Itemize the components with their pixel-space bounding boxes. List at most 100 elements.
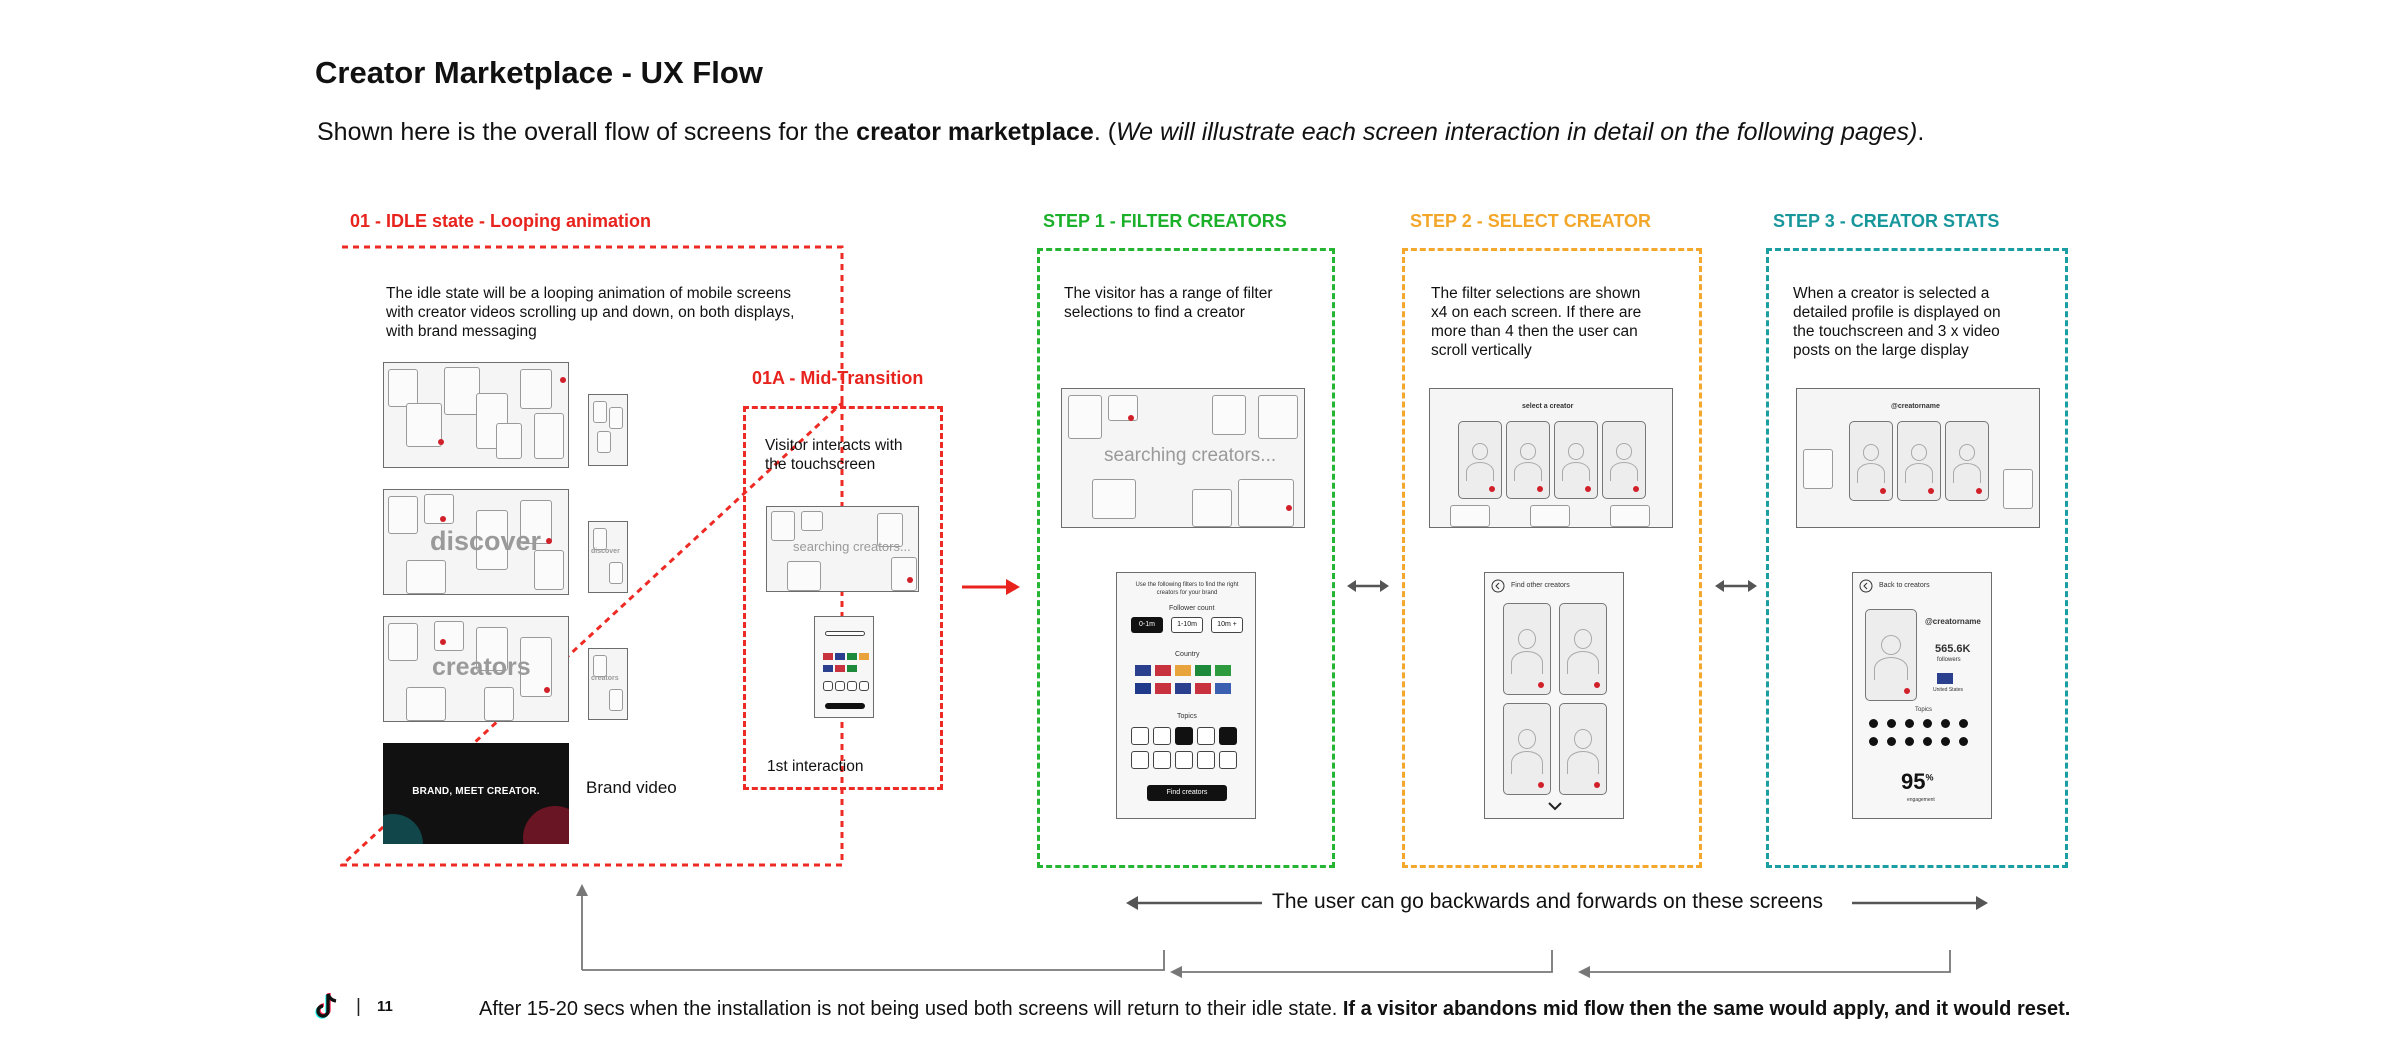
step1-label: STEP 1 - FILTER CREATORS <box>1043 211 1287 231</box>
followers-label: followers <box>1937 657 1961 663</box>
flag-sa-icon[interactable] <box>1195 665 1211 676</box>
double-arrow-icon <box>1347 580 1389 592</box>
topic-chip-selected[interactable] <box>1219 727 1237 745</box>
page-title: Creator Marketplace - UX Flow <box>315 55 763 90</box>
topic-chip[interactable] <box>1153 727 1171 745</box>
idle-screen-1 <box>383 362 569 468</box>
step2-frame <box>1402 248 1702 868</box>
step2-screen: select a creator <box>1429 388 1673 528</box>
topic-chip[interactable] <box>1175 751 1193 769</box>
follower-count-label: Follower count <box>1169 605 1215 612</box>
footer-bold: If a visitor abandons mid flow then the … <box>1342 998 2071 1020</box>
idle-word-discover: discover <box>430 526 542 556</box>
flag-au-icon[interactable] <box>1135 683 1151 694</box>
range-option-1[interactable]: 0-1m <box>1131 617 1163 633</box>
idle-screen-discover: discover <box>383 489 569 595</box>
chevron-down-icon[interactable] <box>1547 801 1563 811</box>
arrow-right-icon <box>1852 896 1988 910</box>
idle-phone-2: discover <box>588 521 628 593</box>
flag-br-icon[interactable] <box>1215 665 1231 676</box>
flag-th-icon[interactable] <box>1195 683 1211 694</box>
intro-text: Shown here is the overall flow of screen… <box>317 118 1924 147</box>
step1-screen-text: searching creators... <box>1104 445 1277 466</box>
topic-chip[interactable] <box>1153 751 1171 769</box>
intro-prefix: Shown here is the overall flow of screen… <box>317 118 857 146</box>
idle-description: The idle state will be a looping animati… <box>386 285 795 340</box>
page-number: 11 <box>377 998 393 1015</box>
mid-phone <box>814 616 874 718</box>
idle-screen-creators: creators <box>383 616 569 722</box>
step2-screen-title: select a creator <box>1522 403 1574 410</box>
footer-separator: | <box>356 996 361 1017</box>
footer-note: After 15-20 secs when the installation i… <box>479 998 2070 1021</box>
intro-mid: . ( <box>1093 118 1117 146</box>
arrow-right-icon <box>962 579 1020 595</box>
profile-topics-label: Topics <box>1915 707 1933 713</box>
filter-heading: Use the following filters to find the ri… <box>1135 582 1239 596</box>
step3-screen: @creatorname <box>1796 388 2040 528</box>
back-forward-note: The user can go backwards and forwards o… <box>1272 890 1823 913</box>
mid-screen-text: searching creators... <box>793 539 911 554</box>
flag-uk-icon[interactable] <box>1155 665 1171 676</box>
followers-value: 565.6K <box>1935 643 1971 655</box>
step1-frame <box>1037 248 1335 868</box>
step3-phone: Back to creators @creatorname 565.6K fol… <box>1852 572 1992 819</box>
mid-transition-label: 01A - Mid-Transition <box>752 368 924 388</box>
idle-side-word-discover: discover <box>591 548 620 555</box>
flag-us-icon[interactable] <box>1135 665 1151 676</box>
tiktok-logo-icon <box>315 993 337 1019</box>
footer-text: After 15-20 secs when the installation i… <box>479 998 1343 1020</box>
range-option-3[interactable]: 10m + <box>1211 617 1243 633</box>
engagement-unit: % <box>1925 772 1934 783</box>
flag-us-icon <box>1937 673 1953 684</box>
creator-profile-card <box>1865 609 1917 701</box>
intro-suffix: . <box>1917 118 1925 146</box>
idle-side-word-creators: creators <box>591 675 619 682</box>
intro-italic: We will illustrate each screen interacti… <box>1116 118 1918 146</box>
find-other-creators-label[interactable]: Find other creators <box>1511 582 1570 589</box>
find-creators-button[interactable]: Find creators <box>1147 785 1227 801</box>
flag-id-icon[interactable] <box>1155 683 1171 694</box>
step1-screen: searching creators... <box>1061 388 1305 528</box>
engagement-number: 95 <box>1901 769 1926 794</box>
country-name: United States <box>1933 687 1964 693</box>
brand-video: BRAND, MEET CREATOR. <box>383 743 569 844</box>
mid-screen: searching creators... <box>766 506 919 592</box>
flag-ru-icon[interactable] <box>1175 683 1191 694</box>
topics-label: Topics <box>1177 713 1197 720</box>
idle-section-label: 01 - IDLE state - Looping animation <box>350 211 652 231</box>
return-to-idle-lines <box>576 884 1951 978</box>
step2-phone: Find other creators <box>1484 572 1624 819</box>
back-icon[interactable] <box>1859 579 1873 593</box>
double-arrow-icon <box>1715 580 1757 592</box>
topic-chip[interactable] <box>1131 751 1149 769</box>
flag-es-icon[interactable] <box>1175 665 1191 676</box>
step3-description: When a creator is selected a detailed pr… <box>1793 285 2001 359</box>
topic-chip-selected[interactable] <box>1175 727 1193 745</box>
mid-footer-label: 1st interaction <box>767 758 864 775</box>
creator-card[interactable] <box>1559 703 1607 795</box>
engagement-label: engagement <box>1907 797 1935 803</box>
brand-video-label: Brand video <box>586 778 677 797</box>
back-icon[interactable] <box>1491 579 1505 593</box>
flag-ph-icon[interactable] <box>1215 683 1231 694</box>
step1-phone: Use the following filters to find the ri… <box>1116 572 1256 819</box>
back-to-creators-label[interactable]: Back to creators <box>1879 582 1930 589</box>
topic-chip[interactable] <box>1197 751 1215 769</box>
range-option-2[interactable]: 1-10m <box>1171 617 1203 633</box>
idle-word-creators: creators <box>432 653 531 681</box>
step3-frame <box>1766 248 2068 868</box>
step3-label: STEP 3 - CREATOR STATS <box>1773 211 2000 231</box>
step1-description: The visitor has a range of filter select… <box>1064 285 1273 321</box>
country-label: Country <box>1175 651 1200 658</box>
creator-card[interactable] <box>1559 603 1607 695</box>
step2-description: The filter selections are shown x4 on ea… <box>1431 285 1642 359</box>
mid-transition-frame <box>743 406 943 790</box>
topic-chip[interactable] <box>1219 751 1237 769</box>
mid-description: Visitor interacts with the touchscreen <box>765 437 903 473</box>
topic-chip[interactable] <box>1197 727 1215 745</box>
arrow-left-icon <box>1126 896 1262 910</box>
topic-chip[interactable] <box>1131 727 1149 745</box>
creator-card[interactable] <box>1503 703 1551 795</box>
creator-card[interactable] <box>1503 603 1551 695</box>
